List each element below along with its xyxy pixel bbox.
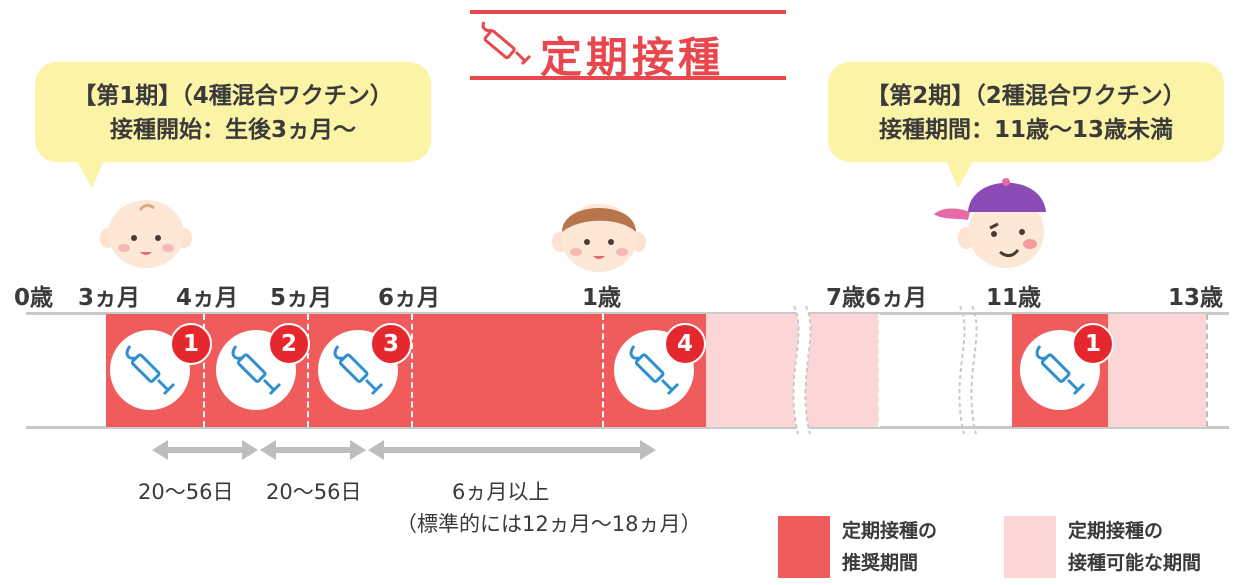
period-divider: [878, 314, 880, 427]
syringe-icon: [231, 345, 282, 396]
interval-label: 6ヵ月以上: [452, 480, 550, 504]
baby-face-icon: [100, 198, 192, 276]
period-divider: [1206, 314, 1208, 427]
age-label: 5ヵ月: [270, 285, 333, 311]
page-title: 定期接種: [540, 33, 725, 82]
interval-label: 20〜56日: [138, 480, 234, 504]
speech-bubble-tail: [70, 156, 110, 194]
age-label: 6ヵ月: [378, 285, 441, 311]
age-label: 3ヵ月: [78, 285, 141, 311]
speech-bubble-phase1: [35, 62, 431, 162]
speech-bubble-phase2: [828, 62, 1224, 162]
syringe-icon: [333, 345, 384, 396]
period-divider: [203, 314, 205, 427]
timeline-break-mark: [954, 305, 982, 438]
legend-recommended-label: 推奨期間: [842, 552, 919, 574]
period-divider: [307, 314, 309, 427]
period-divider: [602, 314, 604, 427]
dose-number-badge: 4: [664, 323, 706, 365]
phase2-heading: 【第2期】（2種混合ワクチン）: [866, 83, 1186, 109]
syringe-title-icon: [478, 16, 534, 74]
timeline-break-mark: [788, 305, 816, 438]
title-rule-bottom: [470, 76, 786, 80]
interval-arrow: [152, 438, 258, 466]
phase2-period: 接種期間：11歳〜13歳未満: [878, 117, 1173, 143]
age-label: 0歳: [14, 285, 54, 311]
legend-possible-label: 定期接種の: [1068, 520, 1164, 542]
phase1-start: 接種開始：生後3ヵ月〜: [109, 117, 356, 143]
timeline-bottom-line: [26, 426, 1229, 429]
dose-number-badge: 2: [268, 323, 310, 365]
dose-number-badge: 3: [370, 323, 412, 365]
interval-label: 20〜56日: [266, 480, 362, 504]
age-label: 4ヵ月: [176, 285, 239, 311]
interval-arrow: [368, 438, 656, 466]
possible-period-segment: [1108, 314, 1206, 427]
toddler-face-icon: [552, 194, 646, 278]
syringe-icon: [629, 345, 680, 396]
title-rule-top: [470, 10, 786, 14]
syringe-icon: [1035, 345, 1086, 396]
legend-possible-label: 接種可能な期間: [1068, 552, 1202, 574]
speech-bubble-tail: [940, 156, 980, 194]
legend-recommended-label: 定期接種の: [842, 520, 938, 542]
phase1-heading: 【第1期】（4種混合ワクチン）: [73, 83, 393, 109]
syringe-icon: [125, 345, 176, 396]
age-label: 11歳: [986, 285, 1042, 311]
legend-possible-swatch: [1004, 516, 1056, 578]
age-label: 13歳: [1168, 285, 1224, 311]
child-with-cap-icon: [930, 168, 1054, 276]
interval-note: （標準的には12ヵ月〜18ヵ月）: [396, 512, 702, 536]
interval-arrow: [260, 438, 366, 466]
timeline-top-line: [26, 312, 1229, 315]
age-label: 7歳6ヵ月: [826, 285, 928, 311]
age-label: 1歳: [582, 285, 622, 311]
dose-number-badge: 1: [170, 323, 212, 365]
dose-number-badge: 1: [1072, 323, 1114, 365]
period-divider: [411, 314, 413, 427]
legend-recommended-swatch: [778, 516, 830, 578]
possible-period-segment: [706, 314, 879, 427]
